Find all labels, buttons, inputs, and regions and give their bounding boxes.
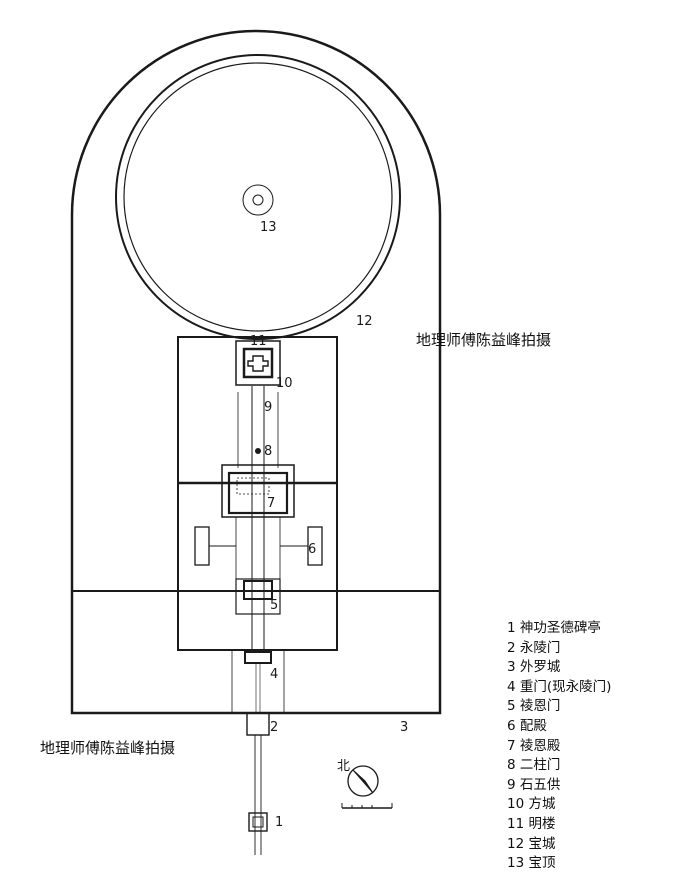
ming-tower xyxy=(242,347,274,379)
double-gate xyxy=(244,651,272,664)
legend-item: 7 祾恩殿 xyxy=(507,737,561,754)
watermark-top: 地理师傅陈益峰拍摄 xyxy=(416,331,552,349)
label-7: 7 xyxy=(267,496,275,511)
two-pillar-gate xyxy=(255,448,261,454)
label-1: 1 xyxy=(275,815,283,830)
stele-pavilion xyxy=(248,812,268,832)
label-5: 5 xyxy=(270,598,278,613)
treasure-mound-outer xyxy=(242,184,274,216)
north-arrow-circle xyxy=(347,765,379,797)
treasure-city-outer xyxy=(115,54,401,340)
inner-enclosure xyxy=(177,336,338,651)
label-3: 3 xyxy=(400,720,408,735)
eminent-favour-gate-court xyxy=(235,578,281,615)
watermark-bottom: 地理师傅陈益峰拍摄 xyxy=(40,739,176,757)
label-9: 9 xyxy=(264,400,272,415)
yongling-gate xyxy=(246,712,270,736)
legend-item: 10 方城 xyxy=(507,796,556,813)
label-10: 10 xyxy=(276,376,293,391)
legend-item: 1 神功圣德碑亭 xyxy=(507,620,601,636)
outer-wall xyxy=(70,29,442,715)
sacrificial-hall xyxy=(227,471,289,515)
square-city xyxy=(235,340,281,386)
label-6: 6 xyxy=(308,542,316,557)
eminent-favour-gate xyxy=(243,580,273,600)
side-hall-west xyxy=(194,526,210,566)
ming-tower-cross xyxy=(247,355,269,372)
legend-item: 2 永陵门 xyxy=(507,639,561,656)
label-4: 4 xyxy=(270,667,278,682)
legend-item: 4 重门(现永陵门) xyxy=(507,678,612,695)
legend-item: 12 宝城 xyxy=(507,835,556,852)
label-12: 12 xyxy=(356,314,373,329)
north-label: 北 xyxy=(337,759,350,774)
legend-item: 3 外罗城 xyxy=(507,659,561,676)
scale-bar xyxy=(341,803,393,809)
legend-item: 11 明楼 xyxy=(507,815,556,832)
north-arrow xyxy=(352,769,374,794)
legend-item: 6 配殿 xyxy=(507,717,547,734)
legend-item: 13 宝顶 xyxy=(507,855,556,872)
label-11: 11 xyxy=(250,334,267,349)
legend: 1 神功圣德碑亭 2 永陵门 3 外罗城 4 重门(现永陵门) 5 祾恩门 6 … xyxy=(507,619,675,874)
treasure-city-inner xyxy=(123,62,393,332)
label-13: 13 xyxy=(260,220,277,235)
legend-item: 5 祾恩门 xyxy=(507,698,561,715)
label-2: 2 xyxy=(270,720,278,735)
legend-item: 9 石五供 xyxy=(507,776,561,793)
treasure-mound-inner xyxy=(252,194,264,206)
legend-item: 8 二柱门 xyxy=(507,757,561,774)
label-8: 8 xyxy=(264,444,272,459)
